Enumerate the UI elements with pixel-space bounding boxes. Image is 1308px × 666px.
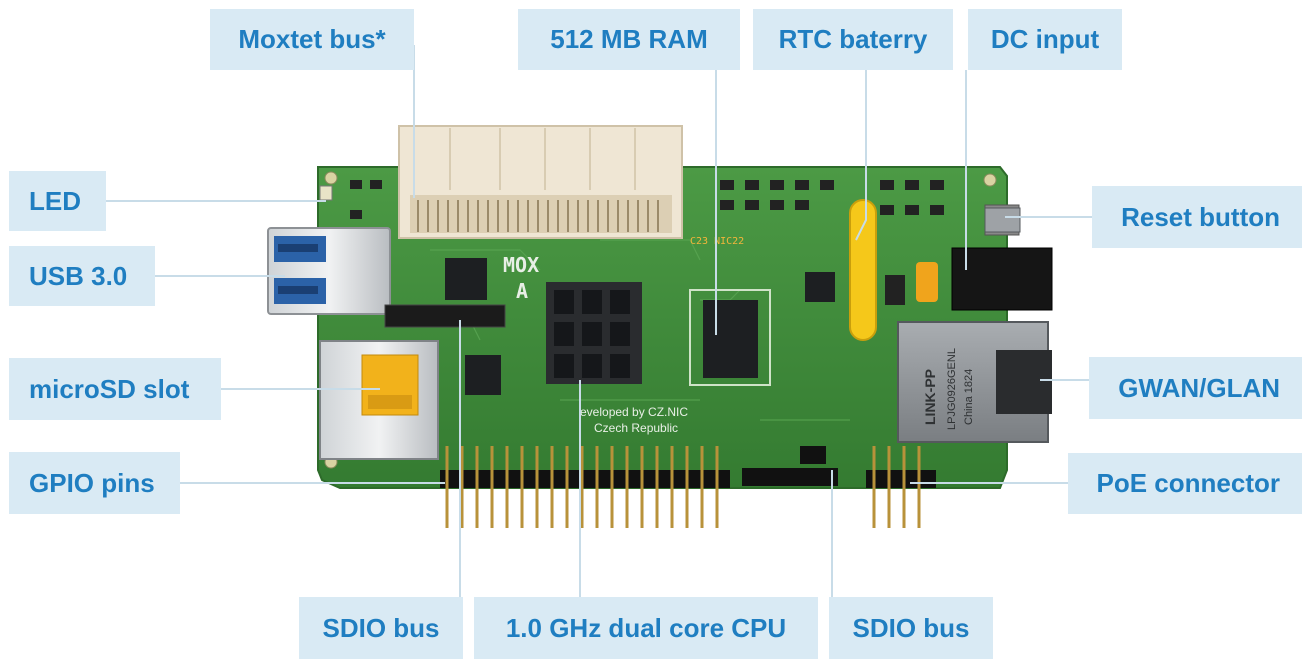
usb-port (267, 227, 391, 315)
chip-u11 (805, 272, 835, 302)
label-gpio-pins: GPIO pins (9, 452, 180, 514)
label-usb: USB 3.0 (9, 246, 155, 306)
label-poe-connector: PoE connector (1068, 453, 1302, 514)
chip-u20 (445, 258, 487, 300)
phy-origin-text: China 1824 (963, 369, 975, 425)
moxtet-connector (398, 125, 683, 239)
label-ram: 512 MB RAM (518, 9, 740, 70)
rtc-battery (849, 199, 877, 341)
capacitor-tantalum (916, 262, 938, 302)
reset-button-component (984, 207, 1021, 233)
board-developer-text: eveloped by CZ.NIC (580, 405, 688, 419)
microsd-slot (319, 340, 439, 460)
gpio-header (440, 446, 730, 528)
label-moxtet-bus: Moxtet bus* (210, 9, 414, 70)
pcb-board (317, 166, 1008, 489)
label-led: LED (9, 171, 106, 231)
led-component (319, 185, 333, 201)
sdio-header-right (742, 446, 838, 486)
board-id-text: C23 NIC22 (690, 236, 744, 247)
cpu-heatsink (546, 282, 642, 384)
phy-brand-text: LINK-PP (922, 369, 938, 425)
ethernet-jack: LINK-PP LPJG0926GENL China 1824 (897, 321, 1052, 443)
board-revision-text: A (516, 279, 528, 303)
sdio-header-left (384, 304, 506, 328)
label-microsd-slot: microSD slot (9, 358, 221, 420)
leader-lines (106, 45, 1092, 597)
board-country-text: Czech Republic (594, 421, 678, 435)
label-cpu: 1.0 GHz dual core CPU (474, 597, 818, 659)
label-sdio-bus-left: SDIO bus (299, 597, 463, 659)
ram-chip (689, 289, 771, 386)
label-rtc-battery: RTC baterry (753, 9, 953, 70)
label-dc-input: DC input (968, 9, 1122, 70)
label-sdio-bus-right: SDIO bus (829, 597, 993, 659)
smd-components (350, 180, 944, 305)
phy-part-text: LPJG0926GENL (946, 348, 958, 430)
label-reset-button: Reset button (1092, 186, 1302, 248)
board-model-text: MOX (503, 253, 539, 277)
label-gwan-glan: GWAN/GLAN (1089, 357, 1302, 419)
chip-u12 (465, 355, 501, 395)
